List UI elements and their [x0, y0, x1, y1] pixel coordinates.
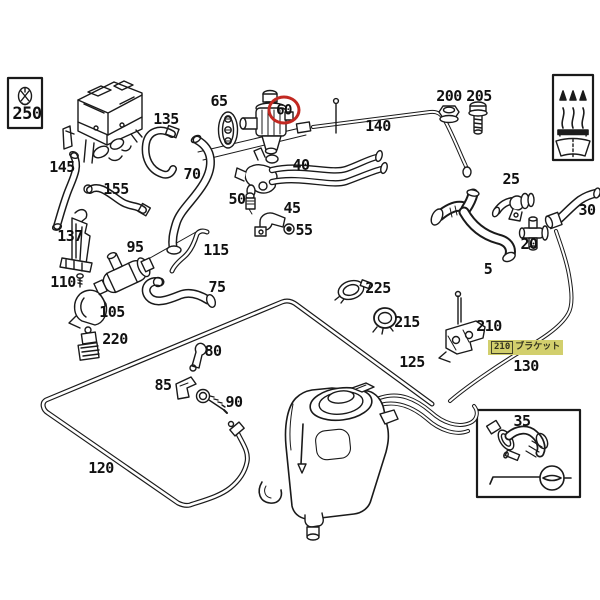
hose-115-drawing	[172, 231, 207, 271]
hose-70-drawing	[167, 134, 210, 254]
bracket-tag-text: ブラケット	[515, 342, 561, 352]
hose-clip-icon	[19, 88, 32, 105]
bracket-highlight-tag: 210 ブラケット	[488, 340, 564, 355]
clamp-215-drawing	[373, 308, 396, 334]
defroster-legend-box	[553, 75, 593, 160]
bracket-45-drawing	[255, 213, 285, 236]
washer-windshield-icon	[556, 130, 590, 157]
clamp-symbol-icon	[490, 466, 571, 490]
pipe-140-drawing	[296, 99, 471, 177]
bracket-85-drawing	[176, 377, 196, 399]
grommet-105-drawing	[69, 290, 107, 328]
reservoir-tank-drawing	[259, 383, 398, 540]
screw-90-drawing	[197, 390, 228, 414]
bracket-tag-code: 210	[491, 341, 514, 354]
hose-120-125-drawing	[43, 301, 432, 505]
hose-155-drawing	[84, 185, 150, 216]
hose-145-drawing	[52, 150, 79, 231]
hose-130-drawing	[450, 231, 572, 401]
clamp-225-drawing	[335, 277, 371, 303]
defroster-arrows-icon	[558, 91, 588, 135]
grommet-55-drawing	[284, 224, 294, 234]
nut-200-drawing	[439, 106, 459, 123]
clip-legend-box	[8, 78, 42, 128]
hose-30-drawing	[544, 187, 600, 228]
fitting-legend-box	[477, 410, 580, 497]
valve-60-drawing	[240, 91, 293, 154]
hose-135-drawing	[146, 126, 179, 175]
y-hose-5-drawing	[429, 189, 517, 263]
washer-pump-95-drawing	[85, 239, 156, 299]
valve-25-drawing	[491, 194, 534, 222]
gasket-plate-65-drawing	[219, 112, 238, 148]
hose-bundle-drawing	[374, 396, 477, 433]
bracket-210-drawing	[439, 292, 485, 363]
fitting-20-drawing	[520, 217, 549, 250]
hook-80-drawing	[190, 343, 206, 371]
connector-220-drawing	[78, 327, 99, 360]
sensor-50-drawing	[246, 193, 255, 214]
screw-110-drawing	[77, 274, 83, 287]
elbow-fitting-icon	[487, 420, 550, 460]
hydraulic-unit-drawing	[63, 81, 142, 163]
bracket-137-drawing	[60, 210, 92, 272]
bolt-205-drawing	[469, 102, 487, 134]
hose-75-drawing	[146, 278, 217, 309]
heater-valve-40-drawing	[235, 148, 388, 197]
